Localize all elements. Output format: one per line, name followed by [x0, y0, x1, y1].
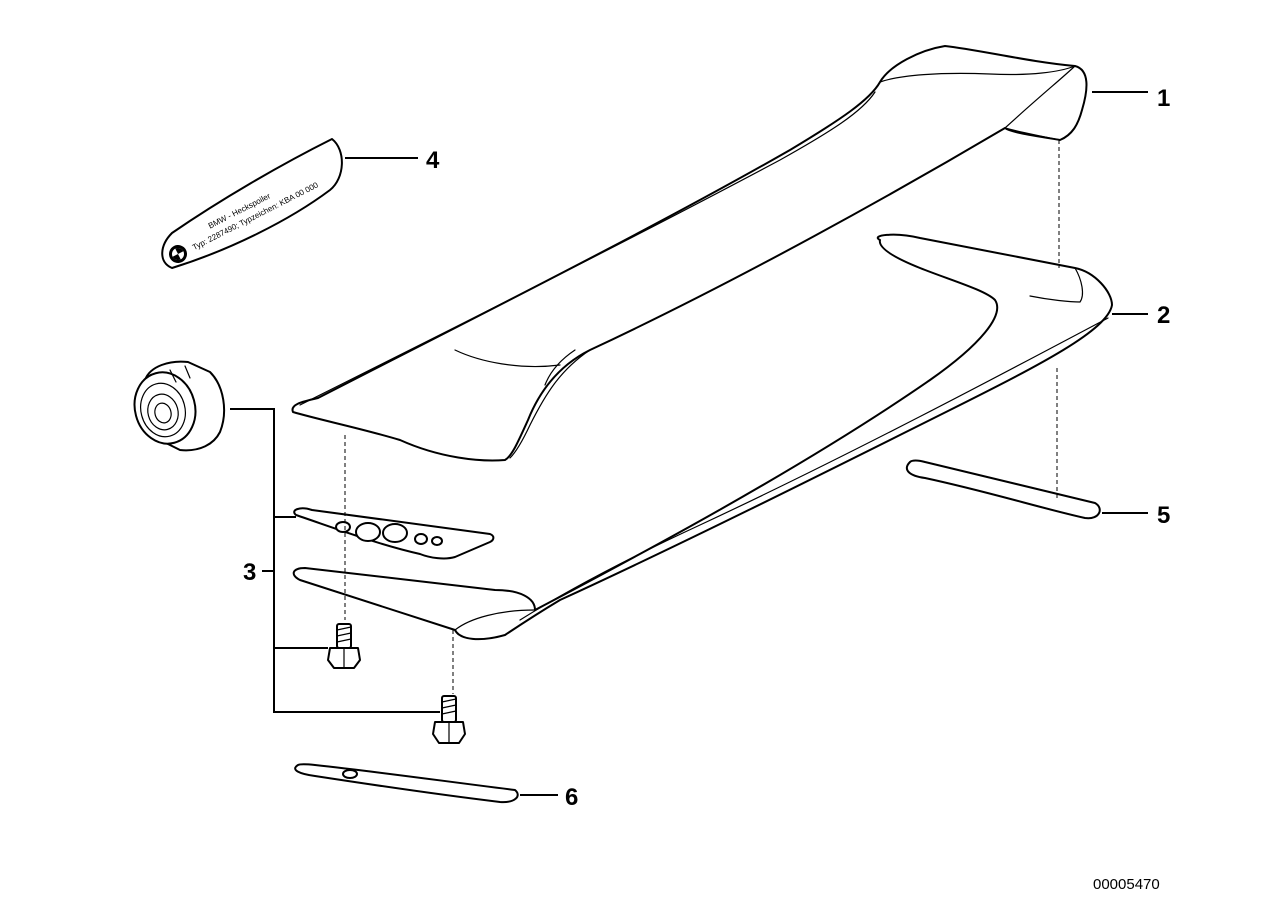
leader-3-bracket — [230, 408, 440, 713]
mounting-bracket — [293, 507, 495, 560]
diagram-reference-number: 00005470 — [1093, 876, 1160, 893]
callout-3: 3 — [243, 559, 256, 586]
mounting-kit-part — [133, 360, 495, 744]
callout-2: 2 — [1157, 302, 1170, 329]
spoiler-part — [291, 45, 1088, 462]
left-gasket-part — [294, 763, 519, 804]
type-label-plate: BMW - Heckspoiler Typ: 2287490; Typzeich… — [161, 138, 343, 269]
callout-4: 4 — [426, 147, 440, 174]
callout-1: 1 — [1157, 85, 1170, 112]
callout-6: 6 — [565, 784, 578, 811]
bolt-upper — [327, 623, 361, 669]
base-plate-part — [292, 233, 1113, 641]
right-gasket-part — [905, 459, 1101, 520]
bolt-lower — [432, 695, 466, 744]
callout-5: 5 — [1157, 502, 1170, 529]
rubber-cap — [133, 360, 226, 452]
